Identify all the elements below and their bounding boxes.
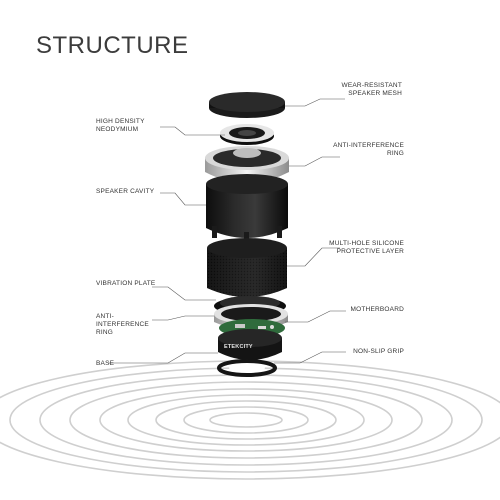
speaker-mesh-part: [209, 92, 285, 118]
label-base: BASE: [96, 360, 115, 367]
label-vibration-plate: VIBRATION PLATE: [96, 280, 156, 287]
label-non-slip-grip: NON-SLIP GRIP: [353, 348, 404, 355]
label-high-density-neodymium: HIGH DENSITY NEODYMIUM: [96, 118, 145, 133]
label-wear-resistant-mesh: WEAR-RESISTANT SPEAKER MESH: [341, 82, 402, 97]
page-title: STRUCTURE: [36, 32, 189, 59]
silicone-layer-part: [207, 238, 287, 297]
label-silicone-layer: MULTI-HOLE SILICONE PROTECTIVE LAYER: [329, 240, 404, 255]
label-anti-interference-ring-bottom: ANTI-INTERFERENCE RING: [96, 313, 149, 336]
non-slip-grip-part: [217, 359, 277, 377]
label-motherboard: MOTHERBOARD: [350, 306, 404, 313]
speaker-cavity-part: [206, 174, 288, 244]
label-anti-interference-ring-top: ANTI-INTERFERENCE RING: [333, 142, 404, 157]
neodymium-driver-part: [220, 124, 274, 145]
ripple-rings: [0, 360, 500, 480]
label-speaker-cavity: SPEAKER CAVITY: [96, 188, 155, 195]
base-part: [218, 329, 282, 360]
brand-logo-text: ETEKCITY: [224, 344, 253, 350]
leader-lines: [108, 98, 346, 364]
